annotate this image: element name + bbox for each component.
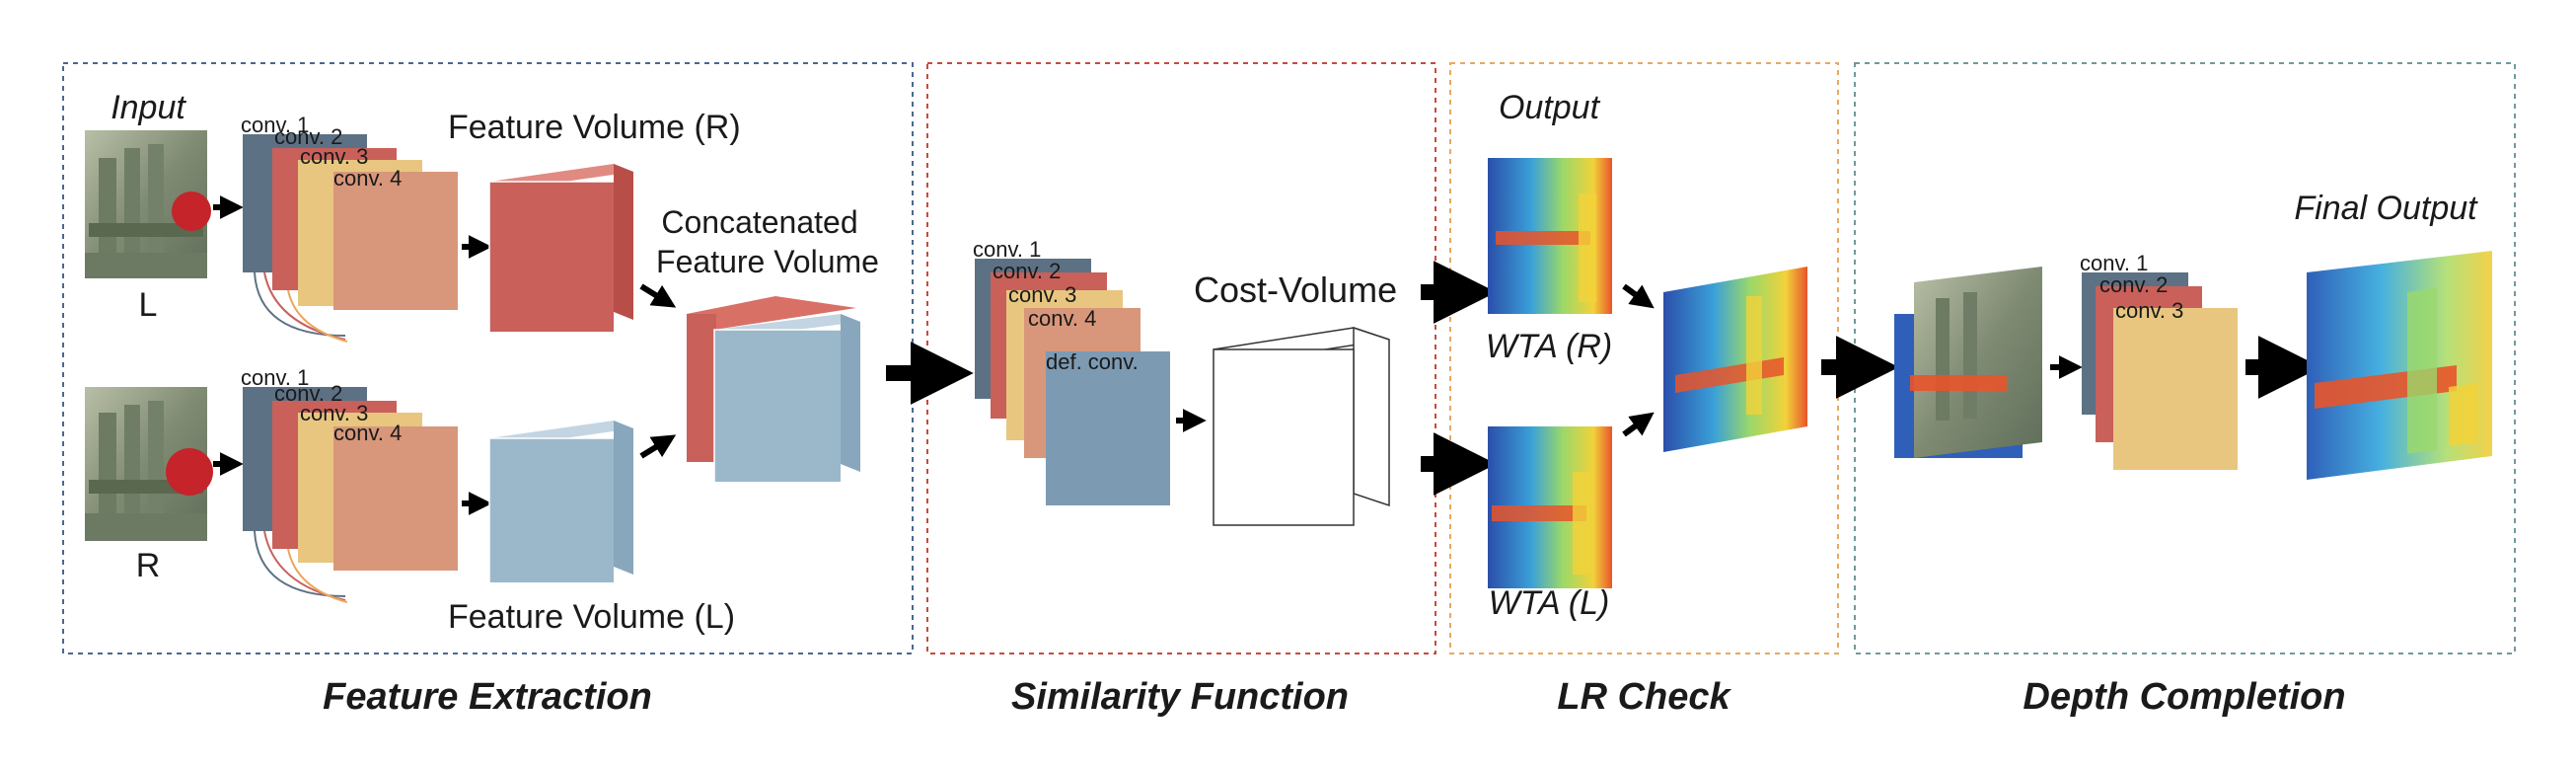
left-input-image [85, 130, 211, 278]
conv2-label: conv. 2 [274, 124, 342, 149]
conv3-label: conv. 3 [1008, 282, 1076, 307]
caption-depth-completion: Depth Completion [2023, 676, 2345, 718]
rgb-input-layer [1914, 267, 2042, 458]
left-image-label: L [139, 286, 158, 324]
depth-completion-inputs [1894, 267, 2042, 458]
caption-lr-check: LR Check [1557, 676, 1731, 718]
conv-stack-right: conv. 1 conv. 2 conv. 3 conv. 4 [241, 365, 458, 603]
conv2-label: conv. 2 [993, 259, 1061, 283]
cost-volume-label: Cost-Volume [1194, 269, 1397, 310]
conv1-label: conv. 1 [241, 365, 309, 390]
conv-stack-left: conv. 1 conv. 2 conv. 3 conv. 4 [241, 113, 458, 343]
skip-connection [287, 289, 348, 343]
arrow-fvl-to-concat [639, 434, 677, 459]
right-input-image [85, 387, 213, 541]
conv3-label: conv. 3 [2115, 298, 2183, 323]
arrow-wta-l-to-check [1622, 412, 1655, 437]
wta-left-label: WTA (L) [1489, 584, 1610, 622]
depth-completion-conv-stack: conv. 1 conv. 2 conv. 3 [2080, 251, 2238, 470]
def-conv-label: def. conv. [1046, 349, 1139, 374]
conv4-layer [333, 172, 458, 310]
caption-similarity-function: Similarity Function [1011, 676, 1349, 718]
input-label: Input [110, 89, 186, 126]
arrow-fvr-to-concat [639, 283, 677, 308]
lr-checked-depth-map [1663, 267, 1807, 452]
conv4-label: conv. 4 [1028, 306, 1096, 331]
conv1-label: conv. 1 [2080, 251, 2148, 275]
wta-left-depth-map [1488, 426, 1612, 588]
arrow-wta-r-to-check [1622, 283, 1655, 309]
similarity-layer-stack: conv. 1 conv. 2 conv. 3 conv. 4 def. con… [973, 237, 1170, 505]
final-output-label: Final Output [2294, 190, 2478, 227]
feature-volume-right-label: Feature Volume (R) [448, 109, 741, 146]
right-image-label: R [136, 547, 161, 584]
conv4-label: conv. 4 [333, 166, 402, 191]
wta-right-depth-map [1488, 158, 1612, 314]
conv1-label: conv. 1 [973, 237, 1041, 262]
caption-feature-extraction: Feature Extraction [323, 676, 652, 718]
feature-volume-left-cube [488, 421, 633, 582]
conv4-layer [333, 426, 458, 571]
def-conv-layer [1046, 351, 1170, 505]
feature-volume-right-cube [488, 164, 633, 332]
conv3-layer [2113, 308, 2238, 470]
concat-label-line1: Concatenated [661, 204, 857, 240]
conv3-label: conv. 3 [300, 144, 368, 169]
feature-volume-left-label: Feature Volume (L) [448, 598, 735, 636]
conv2-label: conv. 2 [274, 381, 342, 406]
concatenated-feature-volume [687, 296, 860, 482]
conv3-label: conv. 3 [300, 401, 368, 425]
similarity-function-frame [926, 62, 1436, 654]
conv2-label: conv. 2 [2099, 272, 2168, 297]
cost-volume-cube [1213, 326, 1390, 526]
conv4-label: conv. 4 [333, 421, 402, 445]
concat-label-line2: Feature Volume [656, 244, 879, 279]
conv1-label: conv. 1 [241, 113, 309, 137]
final-depth-output [2307, 251, 2492, 480]
output-label: Output [1499, 89, 1601, 126]
wta-right-label: WTA (R) [1486, 328, 1612, 365]
skip-connection [287, 548, 348, 603]
